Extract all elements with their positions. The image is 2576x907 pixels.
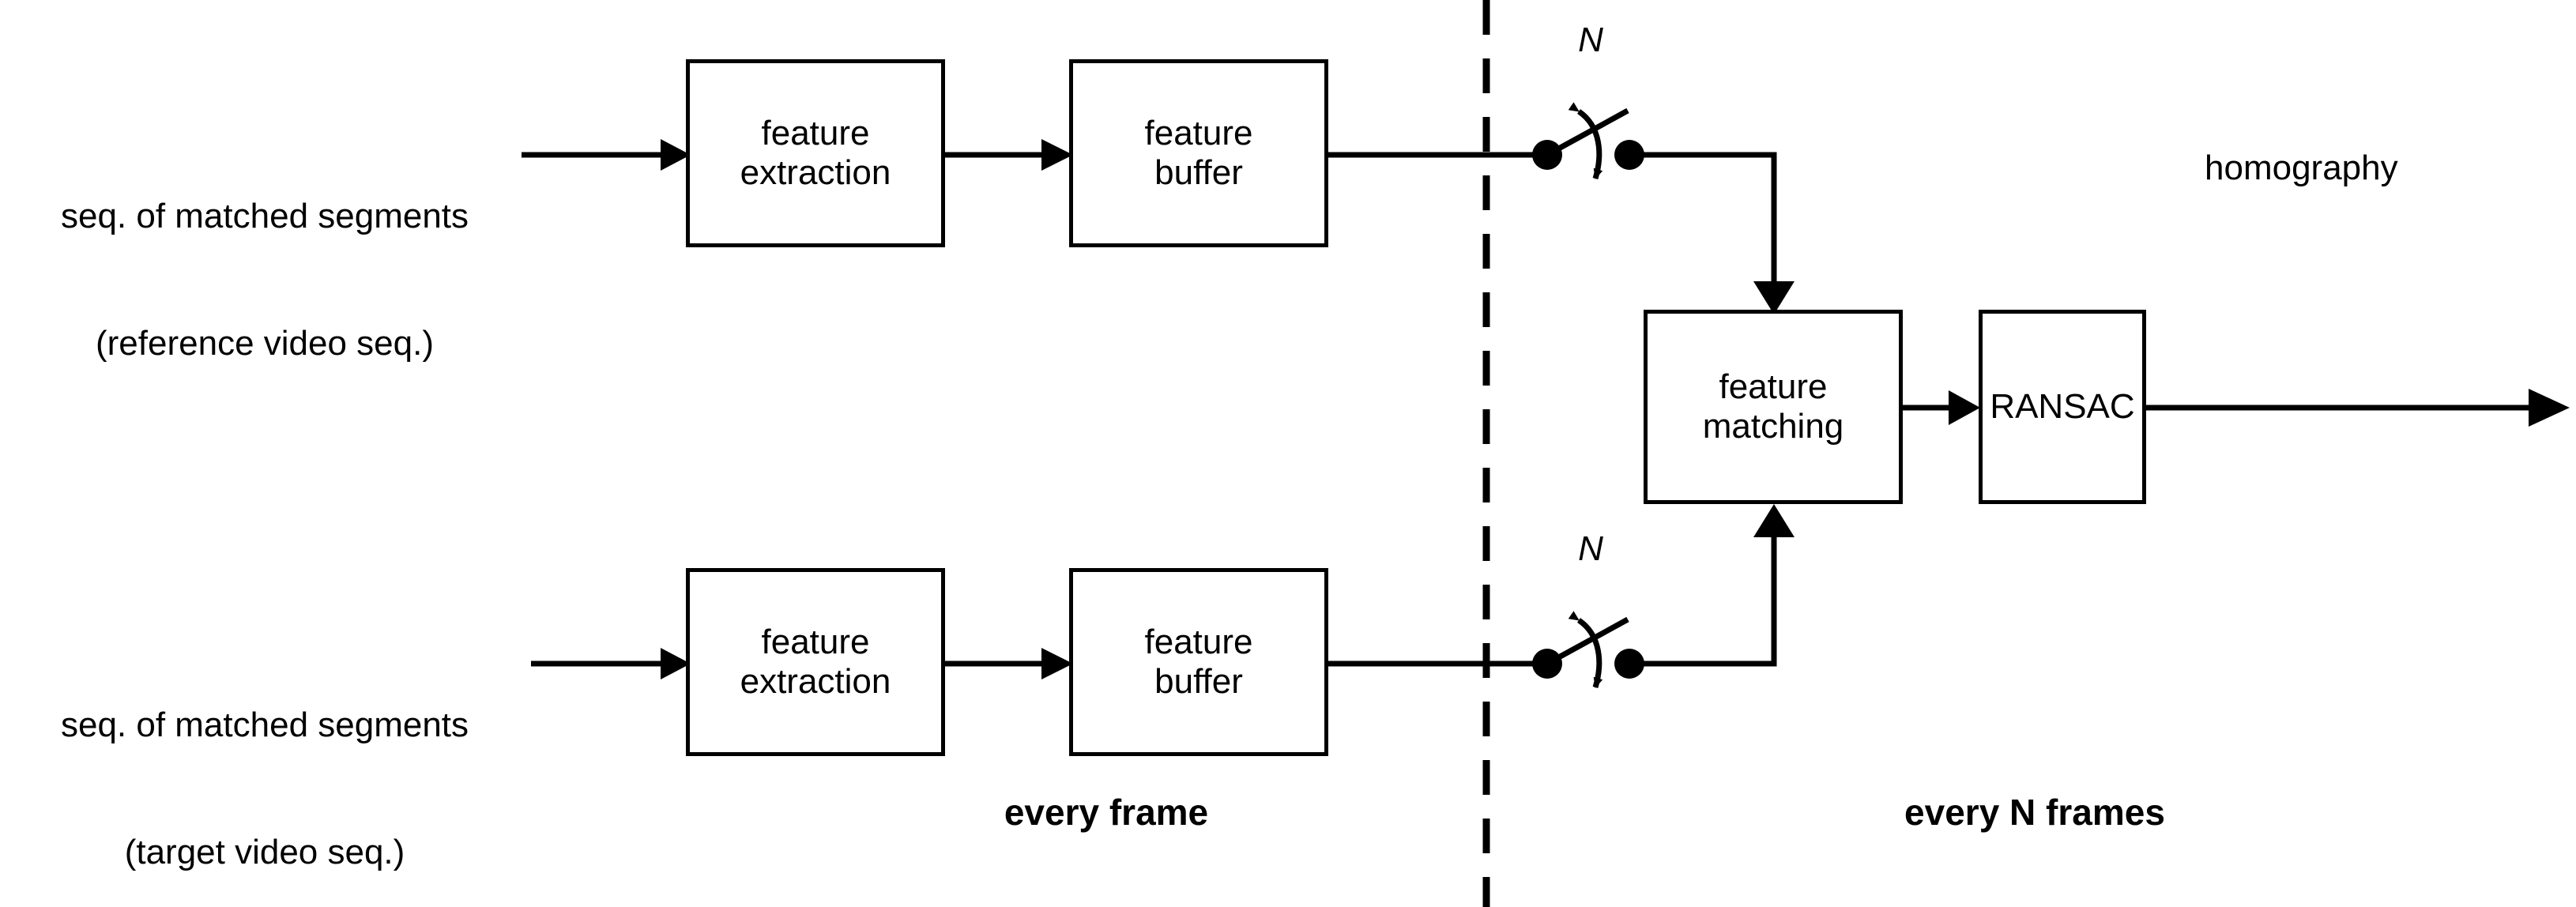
input-label-reference-line1: seq. of matched segments (60, 197, 469, 236)
block-feature-extraction-bottom[interactable]: feature extraction (686, 568, 945, 756)
section-label-every-frame: every frame (1004, 792, 1209, 833)
block-feature-extraction-bottom-label: feature extraction (690, 623, 941, 702)
switch-bottom[interactable] (1532, 611, 1644, 689)
block-feature-buffer-bottom-label: feature buffer (1073, 623, 1324, 702)
block-label-line2: buffer (1154, 153, 1243, 192)
block-label-line1: feature (761, 623, 870, 661)
switch-top-n-label: N (1578, 21, 1603, 59)
input-label-reference: seq. of matched segments (reference vide… (8, 111, 522, 450)
arrow-input-bottom-to-extraction (531, 648, 691, 679)
block-label-line1: feature (761, 114, 870, 152)
block-label-line2: extraction (740, 153, 891, 192)
block-label-line1: feature (1719, 367, 1828, 406)
block-feature-buffer-top[interactable]: feature buffer (1069, 59, 1328, 247)
input-label-target-line2: (target video seq.) (124, 833, 405, 872)
arrow-extraction-to-buffer-top (945, 139, 1073, 171)
input-label-target-line1: seq. of matched segments (60, 706, 469, 745)
block-ransac-label: RANSAC (1983, 387, 2142, 427)
block-feature-buffer-bottom[interactable]: feature buffer (1069, 568, 1328, 756)
wire-switch-bottom-to-matching (1629, 504, 1795, 667)
switch-rotation-arrow-bottom (1568, 611, 1603, 689)
block-feature-matching[interactable]: feature matching (1644, 310, 1903, 504)
block-label-line1: feature (1144, 114, 1253, 152)
block-feature-matching-label: feature matching (1648, 367, 1899, 446)
section-label-every-n-frames: every N frames (1904, 792, 2165, 833)
block-label-line1: RANSAC (1990, 387, 2135, 426)
block-label-line2: buffer (1154, 662, 1243, 701)
arrow-ransac-to-output (2143, 389, 2570, 427)
arrow-input-top-to-extraction (522, 139, 691, 171)
block-feature-buffer-top-label: feature buffer (1073, 114, 1324, 193)
input-label-reference-line2: (reference video seq.) (96, 324, 434, 363)
block-label-line1: feature (1144, 623, 1253, 661)
block-feature-extraction-top-label: feature extraction (690, 114, 941, 193)
output-label-homography: homography (2205, 149, 2398, 187)
switch-top[interactable] (1532, 102, 1644, 180)
block-feature-extraction-top[interactable]: feature extraction (686, 59, 945, 247)
arrow-matching-to-ransac (1903, 390, 1980, 425)
switch-bottom-n-label: N (1578, 529, 1603, 568)
block-label-line2: matching (1702, 407, 1844, 446)
wire-switch-top-to-matching (1629, 152, 1795, 314)
block-ransac[interactable]: RANSAC (1979, 310, 2146, 504)
switch-rotation-arrow-top (1568, 102, 1603, 180)
arrow-extraction-to-buffer-bottom (945, 648, 1073, 679)
input-label-target: seq. of matched segments (target video s… (8, 619, 522, 907)
block-label-line2: extraction (740, 662, 891, 701)
